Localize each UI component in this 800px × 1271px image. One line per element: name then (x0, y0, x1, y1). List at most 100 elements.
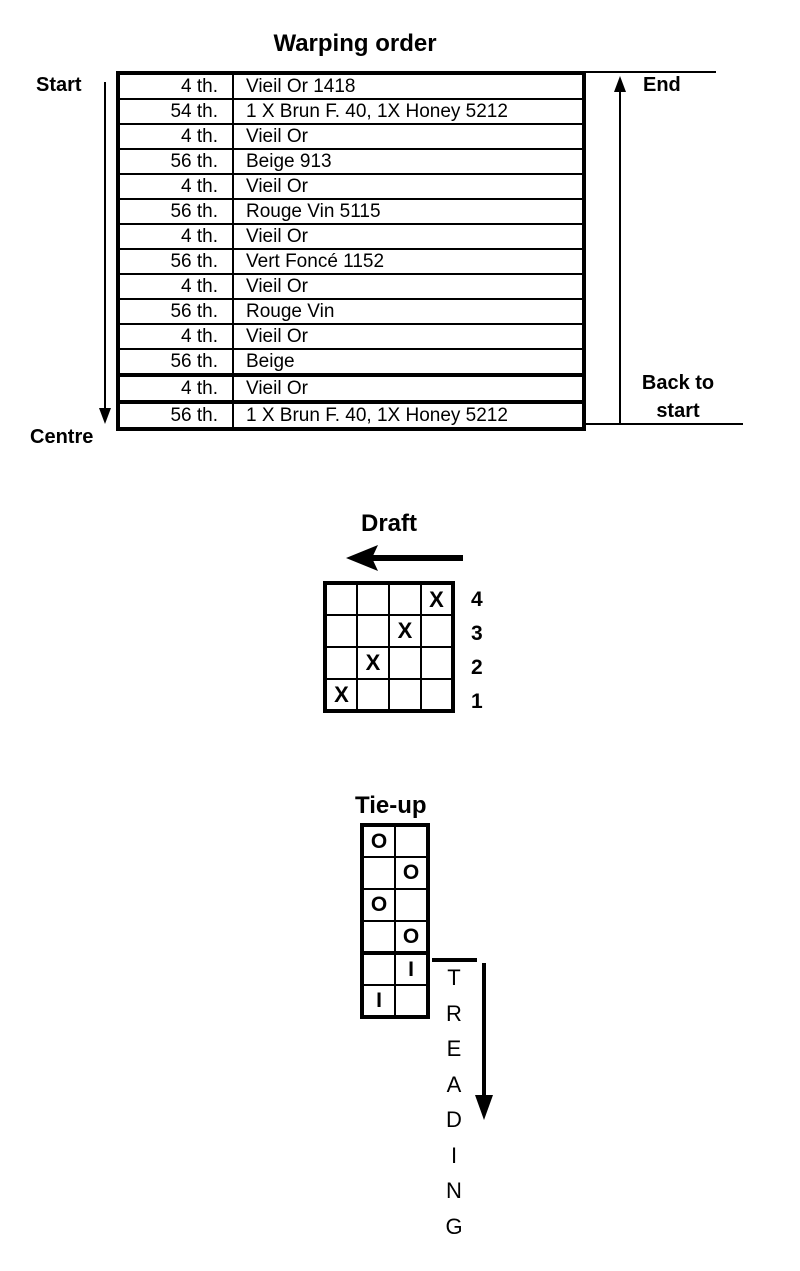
warping-row: 56 th.Rouge Vin (117, 298, 585, 325)
draft-cell: X (356, 646, 390, 680)
warping-row: 54 th.1 X Brun F. 40, 1X Honey 5212 (117, 98, 585, 125)
tieup-cell: O (361, 888, 396, 922)
thread-count: 56 th. (117, 298, 234, 325)
draft-cell (324, 614, 358, 648)
draft-cell (388, 678, 422, 712)
thread-color: Vieil Or 1418 (232, 72, 585, 100)
warping-row: 4 th.Vieil Or (117, 123, 585, 150)
up-arrow-head (614, 76, 626, 92)
draft-row: X (324, 582, 454, 616)
tieup-cell: O (394, 856, 429, 890)
back-to-start-label: Back to start (630, 369, 726, 425)
thread-count: 56 th. (117, 248, 234, 275)
thread-color: Vieil Or (232, 123, 585, 150)
draft-cell: X (388, 614, 422, 648)
thread-count: 4 th. (117, 173, 234, 200)
centre-label: Centre (30, 426, 94, 448)
tieup-cell: O (394, 920, 429, 954)
warping-row: 4 th.Vieil Or (117, 273, 585, 300)
warping-row: 4 th.Vieil Or (117, 323, 585, 350)
draft-cell (324, 646, 358, 680)
draft-cell (388, 582, 422, 616)
draft-cell: X (420, 582, 454, 616)
draft-row: X (324, 646, 454, 680)
treading-letter: I (450, 1142, 458, 1168)
tieup-row: I (361, 984, 429, 1018)
down-arrow-head (99, 408, 111, 424)
warping-row: 56 th.Beige 913 (117, 148, 585, 175)
thread-color: Rouge Vin 5115 (232, 198, 585, 225)
treading-letter: A (446, 1071, 462, 1097)
warping-order-title: Warping order (273, 30, 437, 57)
draft-cell (420, 646, 454, 680)
back-to-start-line2: start (656, 400, 700, 422)
treading-letter: D (446, 1107, 462, 1132)
draft-cell (324, 582, 358, 616)
thread-color: 1 X Brun F. 40, 1X Honey 5212 (232, 400, 585, 430)
warping-row: 56 th.1 X Brun F. 40, 1X Honey 5212 (117, 400, 585, 430)
draft-cell (356, 678, 390, 712)
tieup-cell (394, 888, 429, 922)
tieup-cell (394, 984, 429, 1018)
thread-count: 56 th. (117, 148, 234, 175)
tieup-row: I (361, 951, 429, 986)
thread-color: 1 X Brun F. 40, 1X Honey 5212 (232, 98, 585, 125)
start-label: Start (36, 74, 82, 96)
thread-color: Rouge Vin (232, 298, 585, 325)
draft-arrow-head (346, 545, 378, 571)
thread-count: 4 th. (117, 373, 234, 403)
thread-count: 54 th. (117, 98, 234, 125)
tieup-row: O (361, 824, 429, 858)
treading-letter: T (447, 965, 461, 990)
tieup-cell: I (394, 951, 429, 986)
thread-count: 4 th. (117, 223, 234, 250)
shaft-number: 1 (471, 690, 483, 713)
draft-cell (356, 614, 390, 648)
thread-color: Vieil Or (232, 173, 585, 200)
draft-cell: X (324, 678, 358, 712)
back-to-start-line1: Back to (641, 372, 715, 394)
thread-count: 56 th. (117, 348, 234, 376)
draft-cell (420, 678, 454, 712)
warping-row: 4 th.Vieil Or 1418 (117, 72, 585, 100)
tieup-cell: O (361, 824, 396, 858)
warping-row: 56 th.Rouge Vin 5115 (117, 198, 585, 225)
thread-count: 56 th. (117, 400, 234, 430)
tieup-row: O (361, 920, 429, 954)
treading-letter: E (446, 1036, 462, 1061)
treading-letter: N (446, 1178, 462, 1203)
shaft-number: 3 (471, 622, 483, 645)
tieup-cell (361, 856, 396, 890)
treading-arrow-head (475, 1095, 493, 1120)
warping-row: 4 th.Vieil Or (117, 373, 585, 403)
thread-color: Vieil Or (232, 223, 585, 250)
thread-count: 56 th. (117, 198, 234, 225)
tieup-row: O (361, 856, 429, 890)
draft-cell (356, 582, 390, 616)
tieup-title: Tie-up (355, 792, 427, 819)
warping-row: 56 th.Vert Foncé 1152 (117, 248, 585, 275)
thread-color: Beige 913 (232, 148, 585, 175)
warping-row: 4 th.Vieil Or (117, 173, 585, 200)
shaft-number: 4 (471, 588, 483, 611)
thread-color: Beige (232, 348, 585, 376)
thread-color: Vert Foncé 1152 (232, 248, 585, 275)
draft-cell (388, 646, 422, 680)
shaft-number: 2 (471, 656, 483, 679)
warping-row: 56 th.Beige (117, 348, 585, 376)
treading-letter: R (446, 1000, 462, 1026)
thread-color: Vieil Or (232, 373, 585, 403)
draft-title: Draft (361, 510, 418, 537)
treading-letter: G (445, 1213, 463, 1239)
tieup-cell: I (361, 984, 396, 1018)
end-label: End (643, 74, 681, 96)
draft-cell (420, 614, 454, 648)
thread-count: 4 th. (117, 123, 234, 150)
warping-row: 4 th.Vieil Or (117, 223, 585, 250)
thread-count: 4 th. (117, 323, 234, 350)
